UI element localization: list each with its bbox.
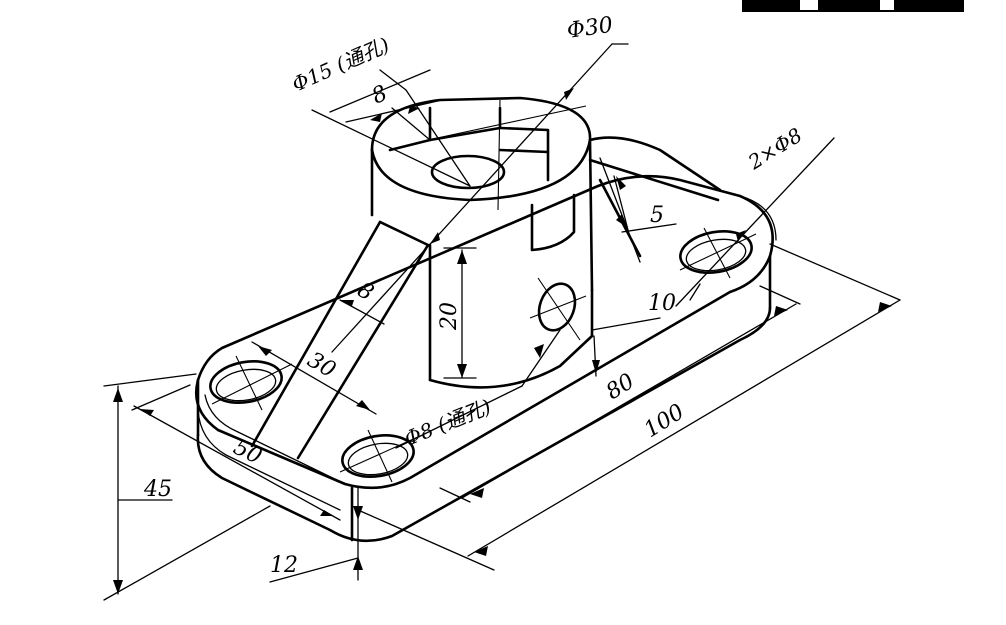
- base-hole-left: [209, 355, 293, 411]
- dim-slot-8: 8: [345, 81, 443, 141]
- dim-phi8-through: Φ8 (通孔): [395, 329, 561, 451]
- dim-10: 10: [591, 283, 701, 377]
- rib-left: [250, 220, 430, 460]
- rib-right: [588, 136, 722, 258]
- base-plate: [194, 174, 777, 543]
- label-rib-thickness: 8: [353, 278, 378, 307]
- label-slot-depth: 5: [650, 203, 664, 228]
- label-width-50: 50: [229, 435, 265, 470]
- dim-12: 12: [269, 485, 363, 583]
- dim-rib-8: 8: [339, 278, 385, 325]
- dim-45: 45: [103, 373, 271, 601]
- label-height-45: 45: [143, 477, 172, 502]
- label-2x-phi8: 2×Φ8: [743, 123, 806, 175]
- label-offset-10: 10: [648, 291, 676, 316]
- dim-20: 20: [437, 247, 477, 379]
- label-phi8-through: Φ8 (通孔): [401, 394, 494, 450]
- label-base-12: 12: [270, 553, 298, 578]
- dim-phi15: Φ15 (通孔): [288, 32, 471, 187]
- base-hole-right: [679, 227, 757, 279]
- dim-5: 5: [599, 157, 677, 263]
- label-height-20: 20: [437, 302, 462, 331]
- label-length-100: 100: [640, 400, 689, 443]
- base-hole-front: [339, 429, 421, 483]
- label-rib-30: 30: [303, 348, 340, 384]
- label-phi30: Φ30: [565, 13, 614, 44]
- dim-80: 80: [439, 285, 801, 503]
- label-slot-width: 8: [368, 81, 391, 110]
- cropped-header-shape: [742, 0, 964, 12]
- cylinder-boss: [370, 96, 594, 389]
- dim-30: 30: [251, 341, 377, 415]
- dim-100: 100: [357, 243, 901, 571]
- dim-phi30: Φ30: [331, 13, 629, 353]
